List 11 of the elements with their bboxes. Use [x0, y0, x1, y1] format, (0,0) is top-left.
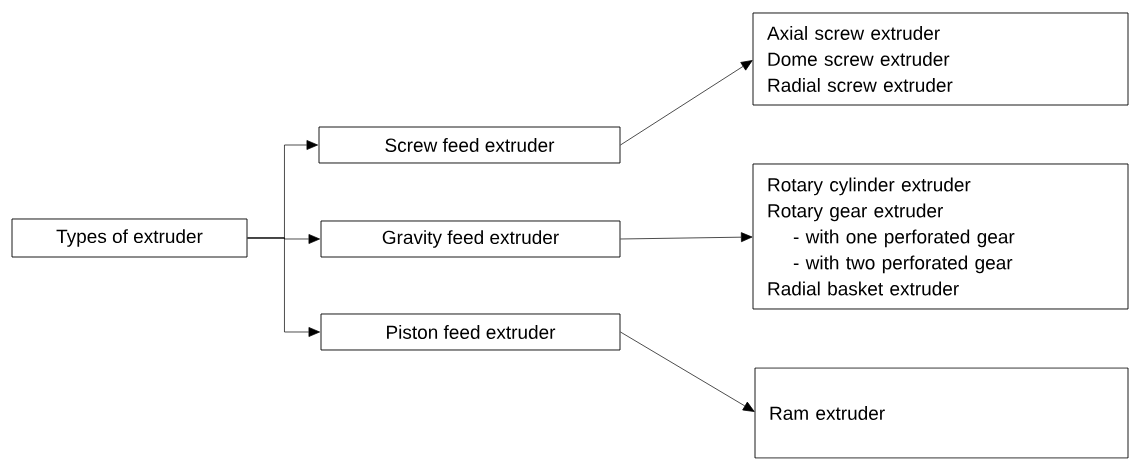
process-box: Gravity feed extruder [320, 220, 621, 258]
list-box: Rotary cylinder extruder Rotary gear extruder - with one perforated gear - with two perforated gear Radial basket extruder [752, 163, 1129, 310]
process-box: Piston feed extruder [320, 313, 621, 351]
arrow [247, 237, 320, 337]
process-box: Screw feed extruder [318, 126, 621, 164]
arrow [620, 331, 755, 412]
list-box: Axial screw extruder Dome screw extruder Radial screw extruder [752, 12, 1129, 106]
arrow [620, 60, 753, 146]
arrow [620, 232, 753, 243]
process-box: Types of extruder [11, 218, 248, 258]
list-box: Ram extruder [754, 367, 1129, 459]
